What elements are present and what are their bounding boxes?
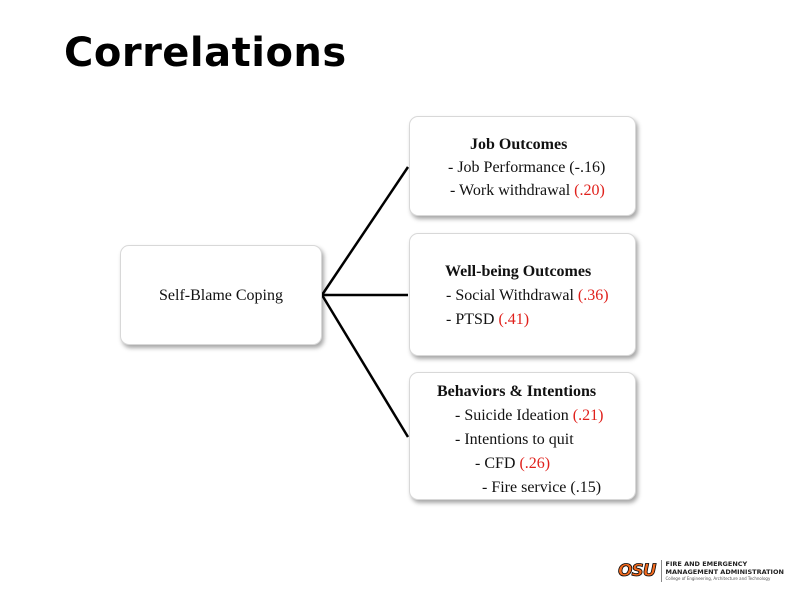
node-item: - CFD (.26)	[475, 455, 551, 472]
wellbeing-outcomes-node: Well-being Outcomes - Social Withdrawal …	[409, 233, 636, 356]
node-heading: Job Outcomes	[470, 136, 568, 153]
node-item: - Social Withdrawal (.36)	[446, 287, 609, 304]
source-node: Self-Blame Coping	[120, 245, 322, 345]
node-heading: Behaviors & Intentions	[437, 383, 597, 400]
logo-divider	[660, 560, 662, 582]
node-item: - Intentions to quit	[455, 431, 574, 448]
source-label: Self-Blame Coping	[159, 286, 283, 304]
node-heading: Well-being Outcomes	[445, 263, 592, 280]
node-item: - Work withdrawal (.20)	[450, 182, 605, 199]
footer-logo: OSU FIRE AND EMERGENCY MANAGEMENT ADMINI…	[618, 560, 784, 582]
osu-logo-icon: OSU	[618, 561, 657, 582]
node-item: - Fire service (.15)	[482, 479, 602, 496]
job-outcomes-node: Job Outcomes - Job Performance (-.16) - …	[409, 116, 636, 216]
org-name: FIRE AND EMERGENCY MANAGEMENT ADMINISTRA…	[665, 560, 784, 581]
node-item: - Suicide Ideation (.21)	[455, 407, 604, 424]
node-item: - Job Performance (-.16)	[448, 159, 606, 176]
behaviors-intentions-node: Behaviors & Intentions - Suicide Ideatio…	[409, 372, 636, 500]
node-item: - PTSD (.41)	[446, 311, 530, 328]
slide-title: Correlations	[64, 30, 347, 76]
